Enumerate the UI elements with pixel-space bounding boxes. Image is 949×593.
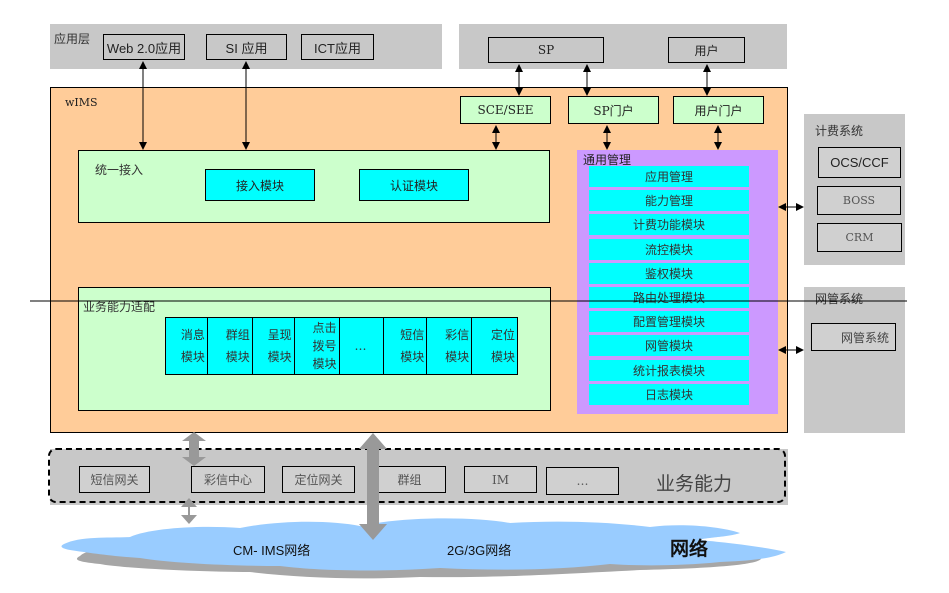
mgmt-item[interactable]: 流控模块 — [589, 238, 749, 260]
capability-module-line: 定位 — [490, 328, 515, 342]
unified-access-title: 统一接入 — [95, 163, 144, 177]
general-mgmt-title: 通用管理 — [583, 153, 632, 167]
capability-module[interactable]: 彩信模块 — [427, 318, 473, 374]
wims-title: wIMS — [65, 96, 98, 109]
cloud-shadow — [76, 541, 762, 579]
capability-adapt-title: 业务能力适配 — [83, 300, 156, 314]
portal-sce-see[interactable]: SCE/SEE — [460, 96, 551, 124]
sp-box[interactable]: SP — [488, 37, 604, 63]
capability-module-line: 模块 — [400, 350, 425, 364]
nms-title: 网管系统 — [815, 292, 864, 306]
sp-user-panel: SP 用户 — [459, 24, 787, 69]
nms-panel: 网管系统 网管系统 — [804, 287, 905, 433]
app-layer-title: 应用层 — [54, 32, 91, 46]
mgmt-item[interactable]: 路由处理模块 — [589, 287, 749, 308]
app-web20[interactable]: Web 2.0应用 — [103, 34, 185, 60]
capability-module[interactable]: 呈现模块 — [253, 318, 295, 374]
cap-sms-gateway[interactable]: 短信网关 — [79, 466, 150, 493]
mgmt-item[interactable]: 网管模块 — [589, 335, 749, 357]
network-2g3g: 2G/3G网络 — [447, 543, 512, 558]
billing-title: 计费系统 — [815, 124, 864, 138]
capability-module[interactable]: 点击拨号模块 — [295, 318, 340, 374]
cap-mms-center[interactable]: 彩信中心 — [191, 466, 265, 493]
nms-box[interactable]: 网管系统 — [811, 323, 896, 351]
mgmt-item[interactable]: 应用管理 — [589, 166, 749, 187]
module-auth[interactable]: 认证模块 — [359, 169, 469, 201]
capability-module-line: 拨号 — [312, 339, 337, 353]
unified-access-panel: 统一接入 接入模块 认证模块 — [78, 150, 550, 223]
module-access[interactable]: 接入模块 — [205, 169, 315, 201]
mgmt-item[interactable]: 日志模块 — [589, 383, 749, 405]
mgmt-item[interactable]: 能力管理 — [589, 190, 749, 212]
app-layer-panel: 应用层 Web 2.0应用 SI 应用 ICT应用 — [50, 24, 442, 69]
mgmt-item[interactable]: 计费功能模块 — [589, 214, 749, 236]
billing-crm[interactable]: CRM — [817, 223, 902, 252]
capability-module[interactable]: 群组模块 — [208, 318, 253, 374]
capability-module-line: 模块 — [312, 357, 337, 371]
capability-adapt-panel: 业务能力适配 消息模块群组模块呈现模块点击拨号模块…短信模块彩信模块定位模块 — [78, 287, 551, 411]
billing-panel: 计费系统 OCS/CCF BOSS CRM — [804, 114, 905, 265]
capability-module-row: 消息模块群组模块呈现模块点击拨号模块…短信模块彩信模块定位模块 — [165, 317, 518, 375]
user-box[interactable]: 用户 — [668, 37, 745, 63]
cap-more[interactable]: … — [546, 467, 619, 495]
portal-user[interactable]: 用户门户 — [673, 96, 764, 124]
capability-module-line: 模块 — [490, 350, 515, 364]
capability-module-line: 模块 — [445, 350, 470, 364]
billing-ocs-ccf[interactable]: OCS/CCF — [818, 147, 901, 178]
capability-module[interactable]: … — [340, 318, 385, 374]
billing-boss[interactable]: BOSS — [817, 186, 901, 215]
cap-group[interactable]: 群组 — [373, 466, 446, 493]
capability-module-line: 模块 — [267, 350, 292, 364]
network-label: 网络 — [670, 539, 709, 560]
capability-module-line: 短信 — [400, 328, 425, 342]
capability-module-line: 彩信 — [445, 328, 470, 342]
portal-sp[interactable]: SP门户 — [568, 96, 659, 124]
capabilities-dashed-border — [48, 448, 786, 503]
capability-module[interactable]: 短信模块 — [384, 318, 428, 374]
app-ict[interactable]: ICT应用 — [301, 34, 374, 60]
capability-module-line: 模块 — [225, 350, 250, 364]
capability-module[interactable]: 定位模块 — [472, 318, 517, 374]
capability-module-line: … — [354, 339, 367, 353]
general-mgmt-panel: 通用管理 应用管理能力管理计费功能模块流控模块鉴权模块路由处理模块配置管理模块网… — [577, 150, 778, 414]
capabilities-label: 业务能力 — [656, 473, 733, 495]
cap-location-gateway[interactable]: 定位网关 — [282, 466, 355, 493]
mgmt-item[interactable]: 统计报表模块 — [589, 359, 749, 381]
cap-im[interactable]: IM — [464, 466, 537, 493]
app-si[interactable]: SI 应用 — [206, 34, 287, 60]
capability-module-line: 模块 — [180, 350, 205, 364]
capability-module-line: 群组 — [225, 328, 250, 342]
mgmt-item[interactable]: 配置管理模块 — [589, 311, 749, 333]
capability-module-line: 呈现 — [267, 328, 292, 342]
network-cm-ims: CM- IMS网络 — [233, 543, 311, 558]
mgmt-item[interactable]: 鉴权模块 — [589, 262, 749, 284]
capability-module-line: 点击 — [312, 321, 337, 335]
capability-module[interactable]: 消息模块 — [166, 318, 208, 374]
capability-module-line: 消息 — [180, 328, 205, 342]
